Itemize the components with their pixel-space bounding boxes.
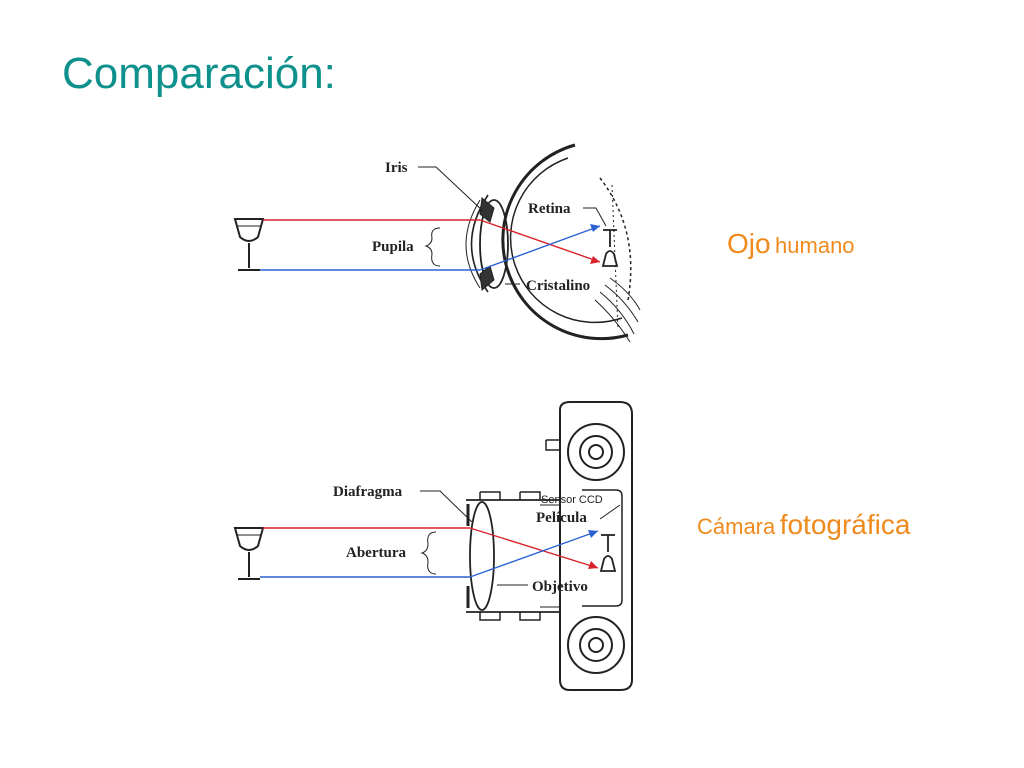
label-diafragma: Diafragma — [333, 484, 403, 500]
inverted-glass-icon — [599, 534, 617, 572]
label-iris: Iris — [385, 160, 408, 176]
caption-eye-sub: humano — [775, 233, 855, 258]
camera-leader-lines — [420, 490, 621, 586]
caption-camera-main: fotográfica — [779, 509, 911, 540]
caption-eye: Ojo humano — [727, 228, 855, 260]
inverted-glass-icon — [601, 229, 619, 267]
label-retina: Retina — [528, 201, 571, 217]
label-objetivo: Objetivo — [532, 579, 588, 595]
eye-leader-lines — [418, 166, 607, 285]
label-abertura: Abertura — [346, 545, 406, 561]
camera-diagram: Diafragma Abertura Sensor CCD Película O… — [233, 401, 633, 691]
eye-light-rays — [260, 219, 601, 271]
eye-diagram: Iris Pupila Retina Cristalino — [233, 143, 641, 343]
label-pelicula: Película — [536, 510, 587, 526]
caption-camera-sub: Cámara — [697, 514, 776, 539]
eyeball — [465, 143, 641, 343]
label-sensor-ccd: Sensor CCD — [541, 494, 603, 506]
slide-title: Comparación: — [62, 49, 336, 98]
label-pupila: Pupila — [372, 239, 414, 255]
wine-glass-icon — [233, 218, 265, 271]
camera-light-rays — [260, 527, 599, 578]
camera-body — [466, 401, 633, 691]
caption-eye-main: Ojo — [727, 228, 771, 259]
caption-camera: Cámara fotográfica — [697, 509, 910, 541]
label-cristalino: Cristalino — [526, 278, 590, 294]
wine-glass-icon — [233, 527, 265, 580]
